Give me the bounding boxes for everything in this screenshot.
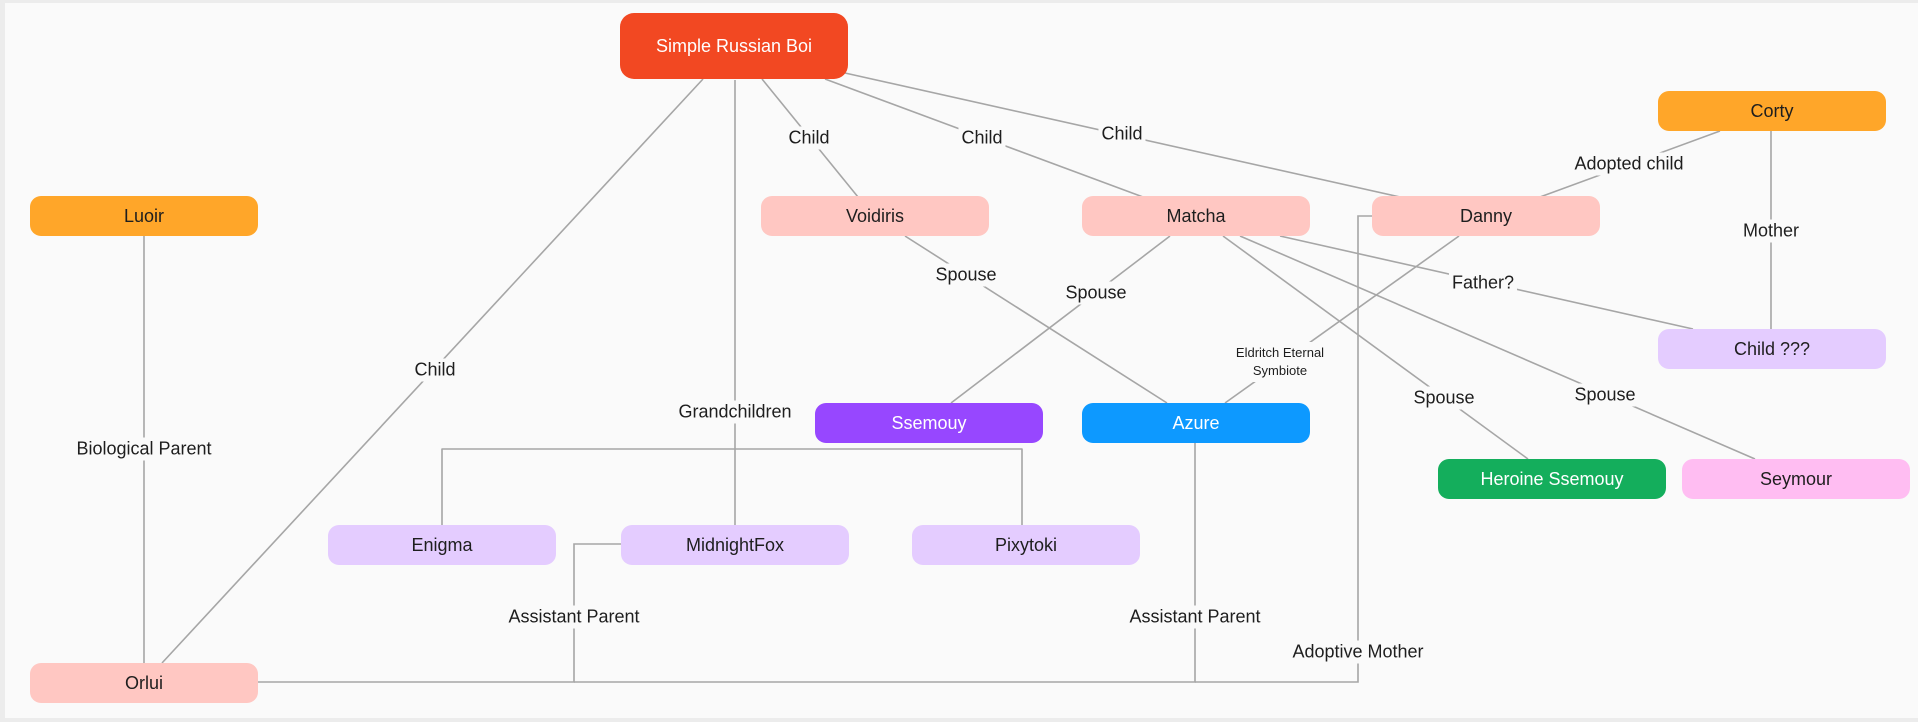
label-adoptive-mother: Adoptive Mother bbox=[1289, 640, 1427, 664]
node-ssemouy[interactable]: Ssemouy bbox=[815, 403, 1043, 443]
label-assistant-parent-azure: Assistant Parent bbox=[1126, 605, 1264, 629]
label-spouse-voidiris: Spouse bbox=[932, 263, 1000, 287]
label-child-danny: Child bbox=[1098, 122, 1146, 146]
node-pixytoki[interactable]: Pixytoki bbox=[912, 525, 1140, 565]
node-enigma[interactable]: Enigma bbox=[328, 525, 556, 565]
edge-matcha-seymour bbox=[1239, 235, 1756, 460]
node-child-unknown[interactable]: Child ??? bbox=[1658, 329, 1886, 369]
node-heroine-ssemouy[interactable]: Heroine Ssemouy bbox=[1438, 459, 1666, 499]
node-orlui[interactable]: Orlui bbox=[30, 663, 258, 703]
node-simple-russian-boi[interactable]: Simple Russian Boi bbox=[620, 13, 848, 79]
node-seymour[interactable]: Seymour bbox=[1682, 459, 1910, 499]
label-child-matcha: Child bbox=[958, 126, 1006, 150]
diagram-canvas: Simple Russian Boi Corty Luoir Voidiris … bbox=[5, 3, 1918, 718]
node-danny[interactable]: Danny bbox=[1372, 196, 1600, 236]
node-voidiris[interactable]: Voidiris bbox=[761, 196, 989, 236]
node-matcha[interactable]: Matcha bbox=[1082, 196, 1310, 236]
node-azure[interactable]: Azure bbox=[1082, 403, 1310, 443]
edge-voidiris-azure bbox=[904, 235, 1168, 404]
node-midnightfox[interactable]: MidnightFox bbox=[621, 525, 849, 565]
label-child-voidiris: Child bbox=[785, 126, 833, 150]
label-spouse-matcha: Spouse bbox=[1062, 281, 1130, 305]
label-eldritch-symbiote: Eldritch Eternal Symbiote bbox=[1232, 342, 1328, 382]
label-grandchildren: Grandchildren bbox=[675, 400, 795, 424]
label-child-orlui: Child bbox=[411, 358, 459, 382]
label-spouse-heroine: Spouse bbox=[1410, 386, 1478, 410]
connector-layer bbox=[143, 72, 1772, 683]
node-luoir[interactable]: Luoir bbox=[30, 196, 258, 236]
label-mother: Mother bbox=[1739, 219, 1803, 243]
label-assistant-parent-midnightfox: Assistant Parent bbox=[505, 605, 643, 629]
edge-matcha-ssemouy bbox=[950, 235, 1171, 404]
node-corty[interactable]: Corty bbox=[1658, 91, 1886, 131]
label-adopted-child: Adopted child bbox=[1571, 152, 1687, 176]
label-spouse-seymour: Spouse bbox=[1571, 383, 1639, 407]
label-biological-parent: Biological Parent bbox=[73, 437, 215, 461]
label-father: Father? bbox=[1448, 271, 1518, 295]
edge-orlui-danny bbox=[1195, 215, 1372, 683]
edge-matcha-heroine bbox=[1222, 235, 1529, 460]
edge-grandchildren-bracket bbox=[441, 448, 1023, 525]
